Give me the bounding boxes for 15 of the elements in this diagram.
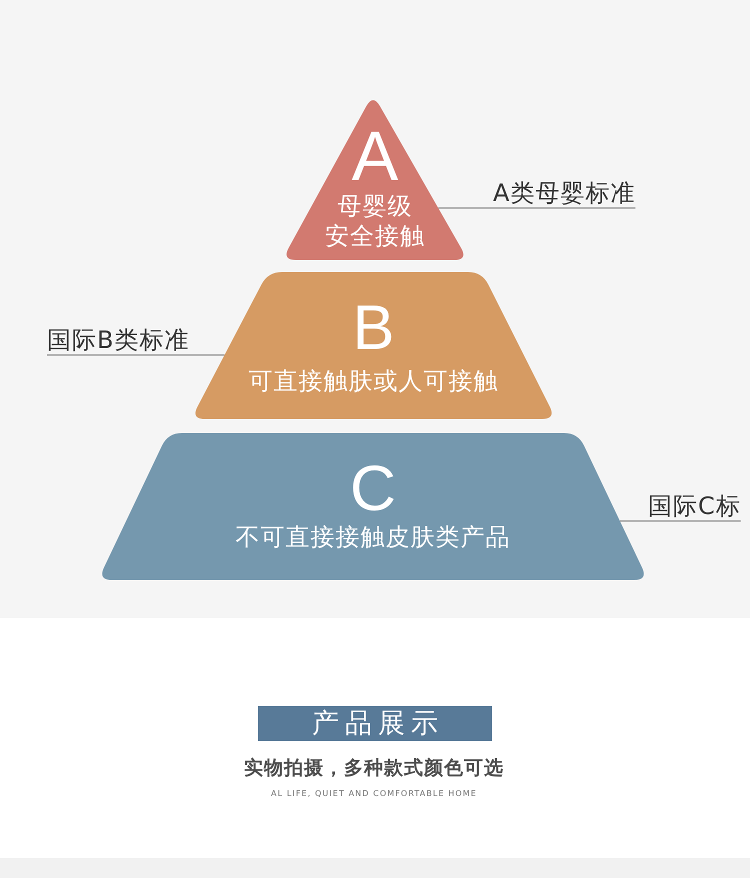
title-banner: 产品展示	[258, 706, 492, 741]
subtitle: 实物拍摄，多种款式颜色可选	[244, 756, 504, 780]
tier-letter: B	[352, 303, 395, 354]
callout-label: 国际C标	[648, 491, 741, 521]
tier-caption: 不可直接接触皮肤类产品	[236, 522, 510, 552]
tagline: AL LIFE, QUIET AND COMFORTABLE HOME	[271, 788, 477, 800]
leader-line	[47, 354, 224, 356]
leader-line	[438, 207, 636, 209]
tier-caption: 可直接触肤或人可接触	[248, 366, 498, 396]
callout-label: A类母婴标准	[493, 178, 636, 208]
leader-line	[620, 520, 741, 522]
tier-letter: C	[350, 463, 396, 514]
tier-letter: A	[352, 128, 398, 184]
callout-label: 国际B类标准	[47, 325, 190, 355]
tier-caption: 母婴级安全接触	[324, 191, 426, 251]
